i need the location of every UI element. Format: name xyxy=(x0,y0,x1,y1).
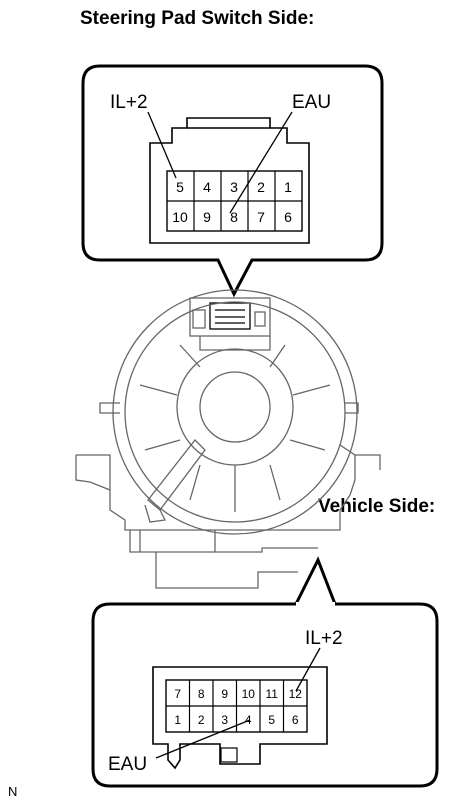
il2-label: IL+2 xyxy=(110,92,148,113)
pin-number: 7 xyxy=(174,687,181,701)
pin-number: 2 xyxy=(257,179,265,195)
eau-leader-line xyxy=(229,111,293,214)
steering-pad-side-heading: Steering Pad Switch Side: xyxy=(80,8,315,29)
pin-number: 2 xyxy=(198,713,205,727)
steering-pad-connector xyxy=(149,117,310,244)
figure-code: N xyxy=(8,784,18,799)
pin-number: 11 xyxy=(266,687,279,701)
pin-number: 6 xyxy=(292,713,299,727)
pin-number: 1 xyxy=(284,179,292,195)
steering-pad-callout xyxy=(81,64,384,298)
il2-leader-line xyxy=(295,647,321,692)
pin-number: 8 xyxy=(230,209,238,225)
vehicle-side-callout xyxy=(91,556,439,788)
pin-number: 9 xyxy=(203,209,211,225)
pin-number: 10 xyxy=(172,209,188,225)
pin-number: 5 xyxy=(176,179,184,195)
pin-number: 12 xyxy=(289,687,303,701)
steering-pad-pins: 5 4 3 2 1 10 9 8 7 6 xyxy=(172,179,292,225)
eau-label: EAU xyxy=(292,92,331,113)
pin-number: 8 xyxy=(198,687,205,701)
il2-label: IL+2 xyxy=(305,628,343,649)
pin-number: 4 xyxy=(203,179,211,195)
vehicle-connector xyxy=(152,666,328,770)
pin-number: 3 xyxy=(221,713,228,727)
spiral-cable-body xyxy=(75,289,381,589)
pin-number: 7 xyxy=(257,209,265,225)
eau-leader-line xyxy=(155,719,251,759)
eau-label: EAU xyxy=(108,754,147,775)
pin-number: 10 xyxy=(242,687,256,701)
pin-number: 5 xyxy=(268,713,275,727)
pin-number: 9 xyxy=(221,687,228,701)
pin-number: 3 xyxy=(230,179,238,195)
pin-number: 6 xyxy=(284,209,292,225)
vehicle-side-heading: Vehicle Side: xyxy=(318,496,436,517)
pin-number: 1 xyxy=(174,713,181,727)
il2-leader-line xyxy=(147,111,177,179)
